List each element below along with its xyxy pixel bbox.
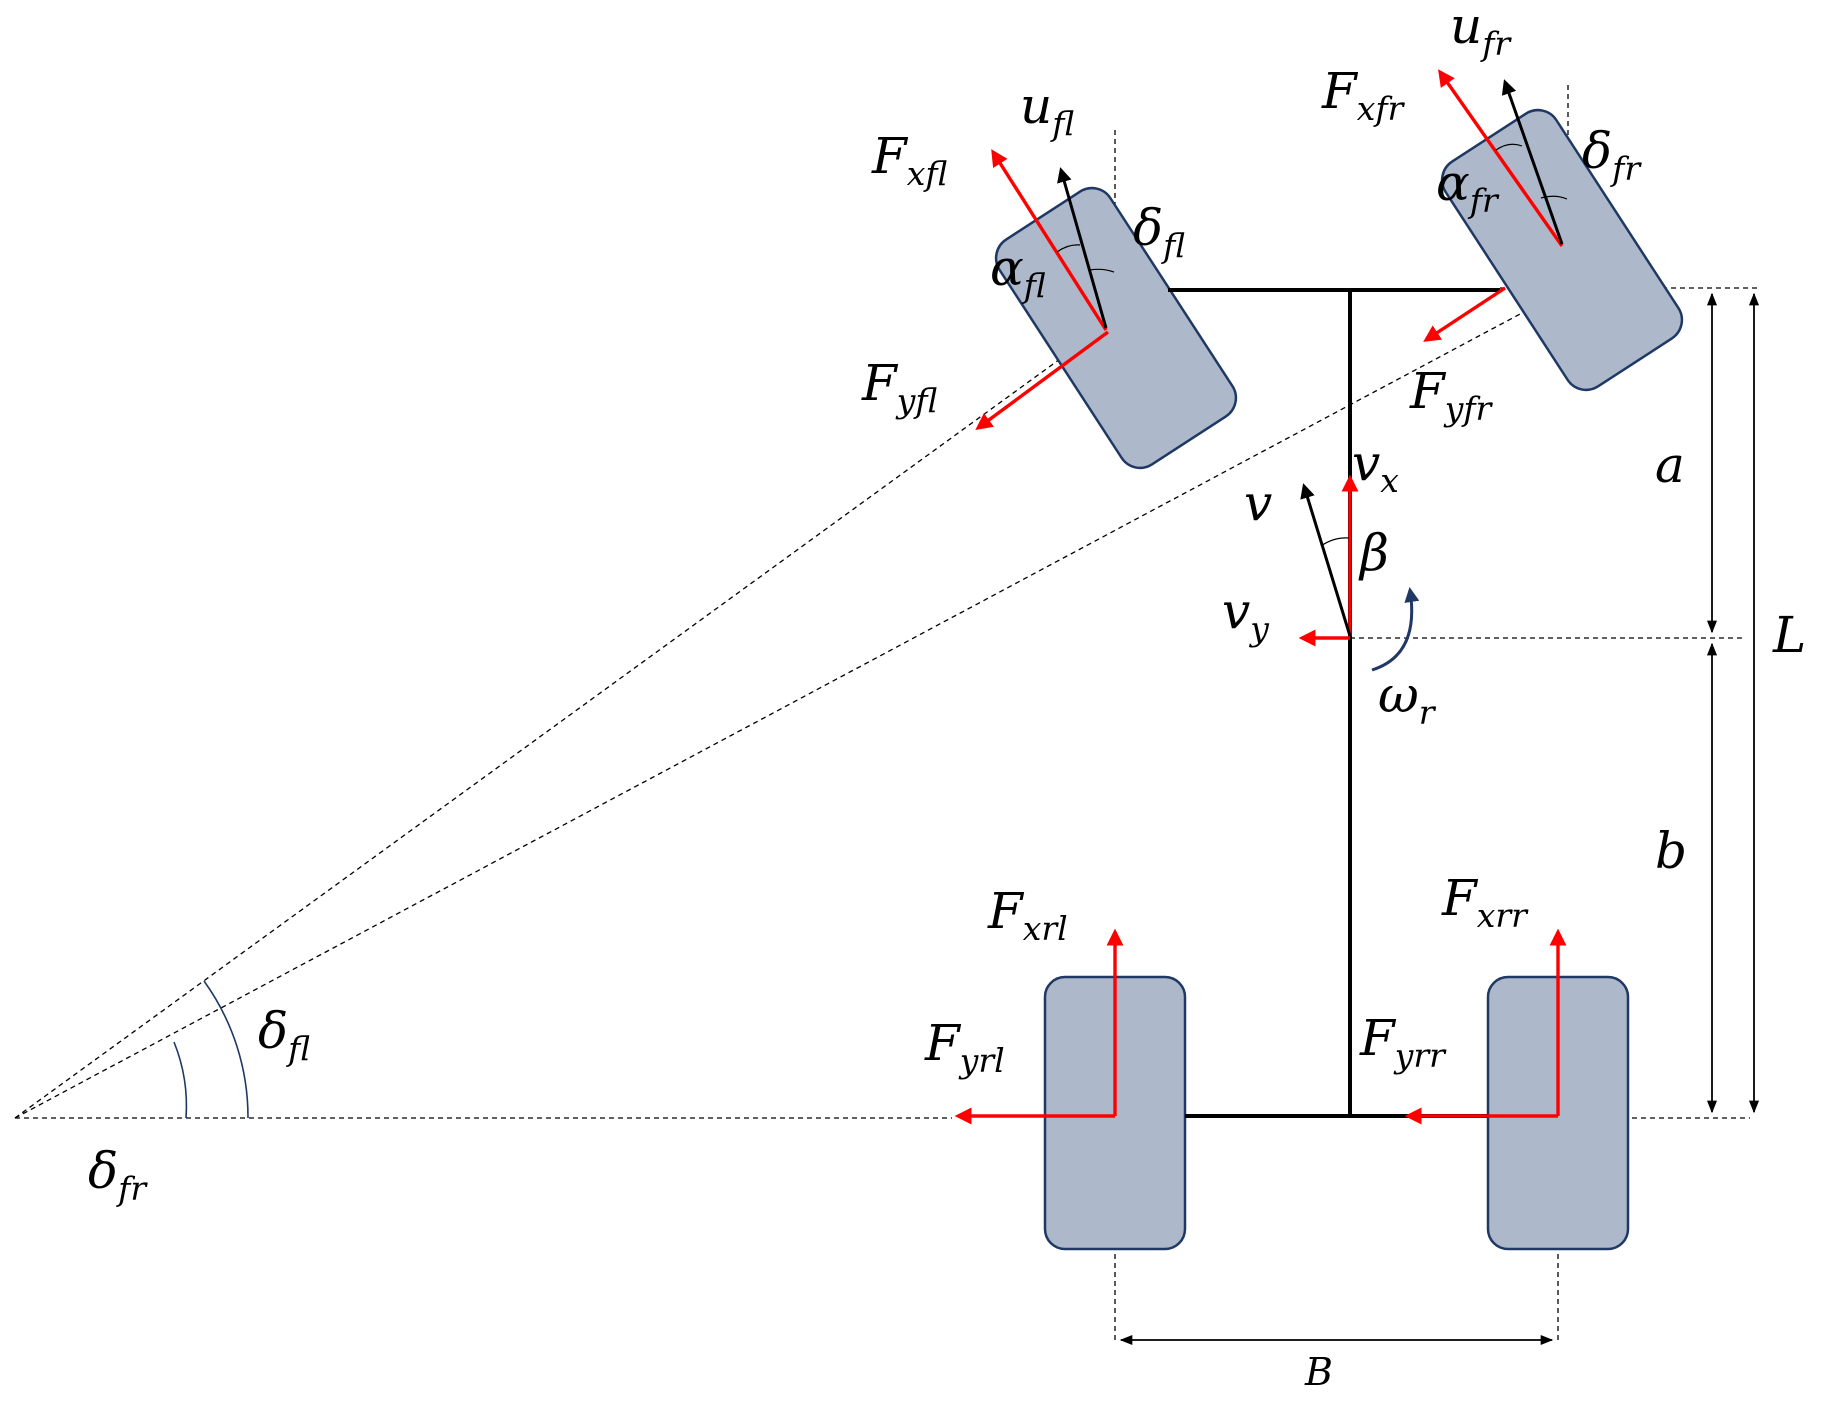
fyfl-arrow <box>975 330 1110 431</box>
front-left-vectors <box>975 149 1115 431</box>
wheels <box>994 108 1684 1251</box>
label-delta-fl-bottom: δfl <box>258 1002 310 1068</box>
labels: ufl Fxfl αfl δfl Fyfl ufr Fxfr αfr δfr F… <box>88 0 1806 1394</box>
delta-fl-angle-arc <box>203 980 249 1119</box>
label-f-yfr: Fyfr <box>1409 362 1494 428</box>
yaw-rate-arrow <box>1371 587 1420 672</box>
label-v: v <box>1244 474 1272 532</box>
label-v-x: vx <box>1352 434 1399 500</box>
label-b: b <box>1655 822 1687 880</box>
front-right-vectors <box>1423 69 1568 342</box>
label-v-y: vy <box>1222 582 1269 648</box>
label-B: B <box>1304 1350 1333 1394</box>
label-alpha-fl: αfl <box>990 239 1046 305</box>
label-f-xrl: Fxrl <box>987 882 1068 948</box>
label-delta-fr-top: δfr <box>1582 122 1642 188</box>
fxfl-arrow <box>991 149 1108 331</box>
label-f-xfr: Fxfr <box>1321 62 1406 128</box>
steering-angle-arcs <box>173 980 249 1119</box>
label-alpha-fr: αfr <box>1436 154 1500 220</box>
delta-fr-arc <box>1540 195 1568 200</box>
label-beta: β <box>1358 524 1389 582</box>
label-f-xrr: Fxrr <box>1441 869 1529 935</box>
front-right-wheel <box>1440 108 1684 392</box>
delta-fr-angle-arc <box>173 1041 188 1119</box>
ufl-arrow <box>1057 167 1108 329</box>
alpha-fr-arc <box>1495 143 1523 151</box>
label-delta-fl-top: δfl <box>1133 199 1185 265</box>
front-right-radius-line <box>14 289 1566 1119</box>
fxfr-arrow <box>1438 69 1564 247</box>
cg-vectors <box>1298 474 1420 672</box>
v-arrow <box>1300 483 1352 637</box>
label-L: L <box>1772 606 1806 664</box>
label-a: a <box>1655 436 1685 494</box>
front-left-wheel <box>994 186 1238 470</box>
delta-fl-arc <box>1089 268 1115 273</box>
fyfr-arrow <box>1423 286 1506 342</box>
label-f-yrl: Fyrl <box>924 1014 1005 1080</box>
front-left-radius-line <box>14 329 1101 1119</box>
label-f-yfl: Fyfl <box>861 354 937 420</box>
label-f-xfl: Fxfl <box>871 127 947 193</box>
label-delta-fr-bottom: δfr <box>88 1142 148 1208</box>
label-omega-r: ωr <box>1378 666 1437 732</box>
label-u-fl: ufl <box>1020 77 1074 143</box>
ufr-arrow <box>1501 79 1564 245</box>
rear-vectors <box>954 928 1567 1125</box>
beta-arc <box>1320 537 1350 547</box>
alpha-fl-arc <box>1056 244 1081 253</box>
dimensions <box>1119 292 1760 1346</box>
label-f-yrr: Fyrr <box>1359 1009 1447 1075</box>
label-u-fr: ufr <box>1450 0 1512 63</box>
